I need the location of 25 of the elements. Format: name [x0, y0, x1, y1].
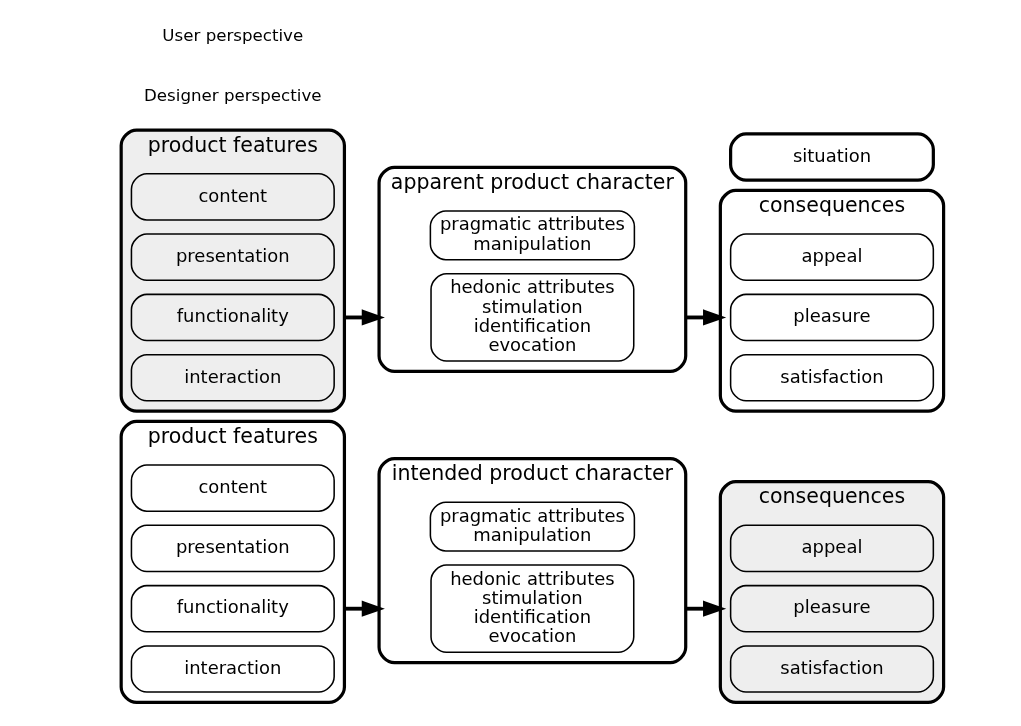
arrow — [343, 309, 385, 326]
node-box: presentation — [130, 524, 335, 573]
label: User perspective — [161, 25, 303, 45]
node-box: situation — [728, 132, 935, 182]
node-box: presentation — [130, 233, 335, 281]
node-box: interaction — [130, 645, 335, 693]
node-box: pleasure — [729, 584, 934, 633]
node-box: pragmatic attributes manipulation — [429, 501, 635, 552]
node-box: appeal — [729, 524, 934, 573]
arrow — [343, 600, 385, 617]
node-box: hedonic attributes stimulation identification evocation — [429, 273, 634, 362]
arrow — [685, 600, 726, 617]
node-box: pragmatic attributes manipulation — [429, 210, 635, 261]
label: Designer perspective — [143, 86, 322, 106]
node-box: hedonic attributes stimulation identification evocation — [429, 564, 634, 654]
node-box: interaction — [130, 353, 335, 402]
node-box: satisfaction — [729, 645, 934, 693]
node-box: content — [130, 464, 335, 512]
node-box: functionality — [130, 293, 335, 342]
node-box: content — [130, 173, 335, 221]
node-box: pleasure — [729, 293, 934, 342]
node-box: functionality — [130, 584, 335, 633]
node-box: satisfaction — [729, 353, 934, 402]
arrow — [685, 309, 726, 326]
node-box: appeal — [729, 233, 934, 281]
